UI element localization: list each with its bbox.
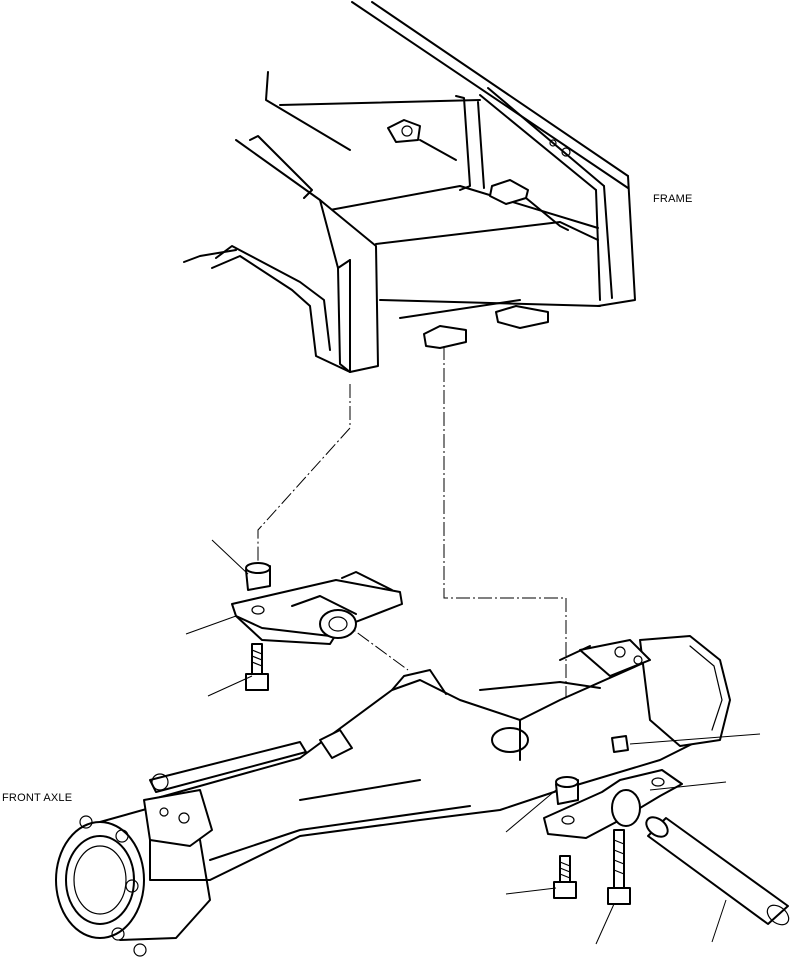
front-axle-label: FRONT AXLE (2, 792, 73, 804)
wheel-hub (55, 789, 213, 957)
bushing-upper (245, 562, 271, 591)
pivot-pin (645, 816, 790, 926)
bolt-lower-left (553, 855, 577, 899)
bolt-lower-right (607, 829, 631, 905)
assembly-lines (257, 346, 567, 776)
axle-housing (149, 635, 731, 881)
leader-lines (185, 539, 761, 945)
bolt-upper (245, 643, 269, 691)
front-mount-bracket (231, 571, 403, 645)
frame-label: FRAME (653, 193, 693, 205)
rear-mount-bracket (543, 769, 683, 839)
frame-drawing (183, 1, 636, 373)
bushing-lower (555, 776, 579, 805)
nut (611, 735, 629, 753)
